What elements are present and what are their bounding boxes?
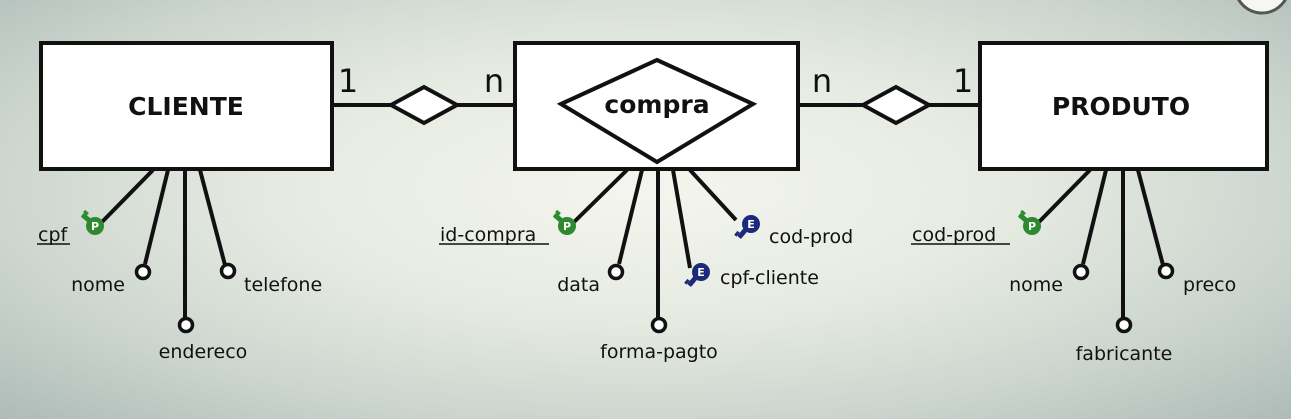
attr-compra-fk-cpf-cliente: cpf-cliente: [720, 267, 819, 289]
cardinality-compra-left: n: [484, 62, 504, 100]
entity-compra: compra: [513, 41, 800, 171]
svg-text:P: P: [91, 220, 99, 233]
foreign-key-icon-cod-prod: E: [734, 215, 760, 240]
attr-produto-nome: nome: [1009, 274, 1063, 296]
attr-produto-fabricante: fabricante: [1076, 343, 1173, 365]
attr-compra-forma-pagto: forma-pagto: [600, 341, 718, 363]
primary-key-icon-produto: P: [1017, 209, 1041, 235]
entity-compra-diamond: [556, 57, 758, 165]
relationship-diamond-right: [858, 84, 934, 126]
svg-text:E: E: [747, 218, 755, 231]
svg-text:E: E: [697, 266, 705, 279]
relationship-diamond-left: [386, 84, 462, 126]
attr-cliente-pk: cpf: [38, 224, 69, 246]
entity-cliente: CLIENTE: [39, 41, 334, 171]
attr-cliente-telefone: telefone: [244, 274, 322, 296]
attr-node-compra-forma-pagto: [650, 316, 668, 334]
attr-compra-pk: id-compra: [440, 224, 536, 246]
entity-produto: PRODUTO: [978, 41, 1269, 171]
cardinality-cliente: 1: [338, 62, 358, 100]
attr-node-produto-preco: [1157, 262, 1175, 280]
primary-key-icon-compra: P: [552, 209, 576, 235]
entity-cliente-label: CLIENTE: [128, 92, 244, 121]
attr-node-compra-data: [607, 263, 625, 281]
attr-produto-preco: preco: [1183, 274, 1236, 296]
svg-text:P: P: [563, 220, 571, 233]
attr-compra-fk-cod-prod: cod-prod: [769, 226, 853, 248]
corner-badge: [1237, 0, 1287, 15]
cardinality-compra-right: n: [812, 62, 832, 100]
attr-node-produto-nome: [1072, 263, 1090, 281]
attr-node-cliente-telefone: [219, 262, 237, 280]
attr-node-cliente-endereco: [177, 316, 195, 334]
attr-node-produto-fabricante: [1115, 316, 1133, 334]
svg-text:P: P: [1028, 220, 1036, 233]
foreign-key-icon-cpf-cliente: E: [684, 263, 710, 288]
attr-compra-data: data: [557, 274, 600, 296]
cardinality-produto: 1: [953, 62, 973, 100]
primary-key-icon-cliente: P: [80, 209, 104, 235]
entity-produto-label: PRODUTO: [1052, 92, 1190, 121]
attr-cliente-endereco: endereco: [159, 341, 248, 363]
entity-compra-label: compra: [604, 90, 709, 119]
attr-cliente-nome: nome: [71, 274, 125, 296]
attr-node-cliente-nome: [134, 263, 152, 281]
attr-produto-pk: cod-prod: [912, 224, 996, 246]
